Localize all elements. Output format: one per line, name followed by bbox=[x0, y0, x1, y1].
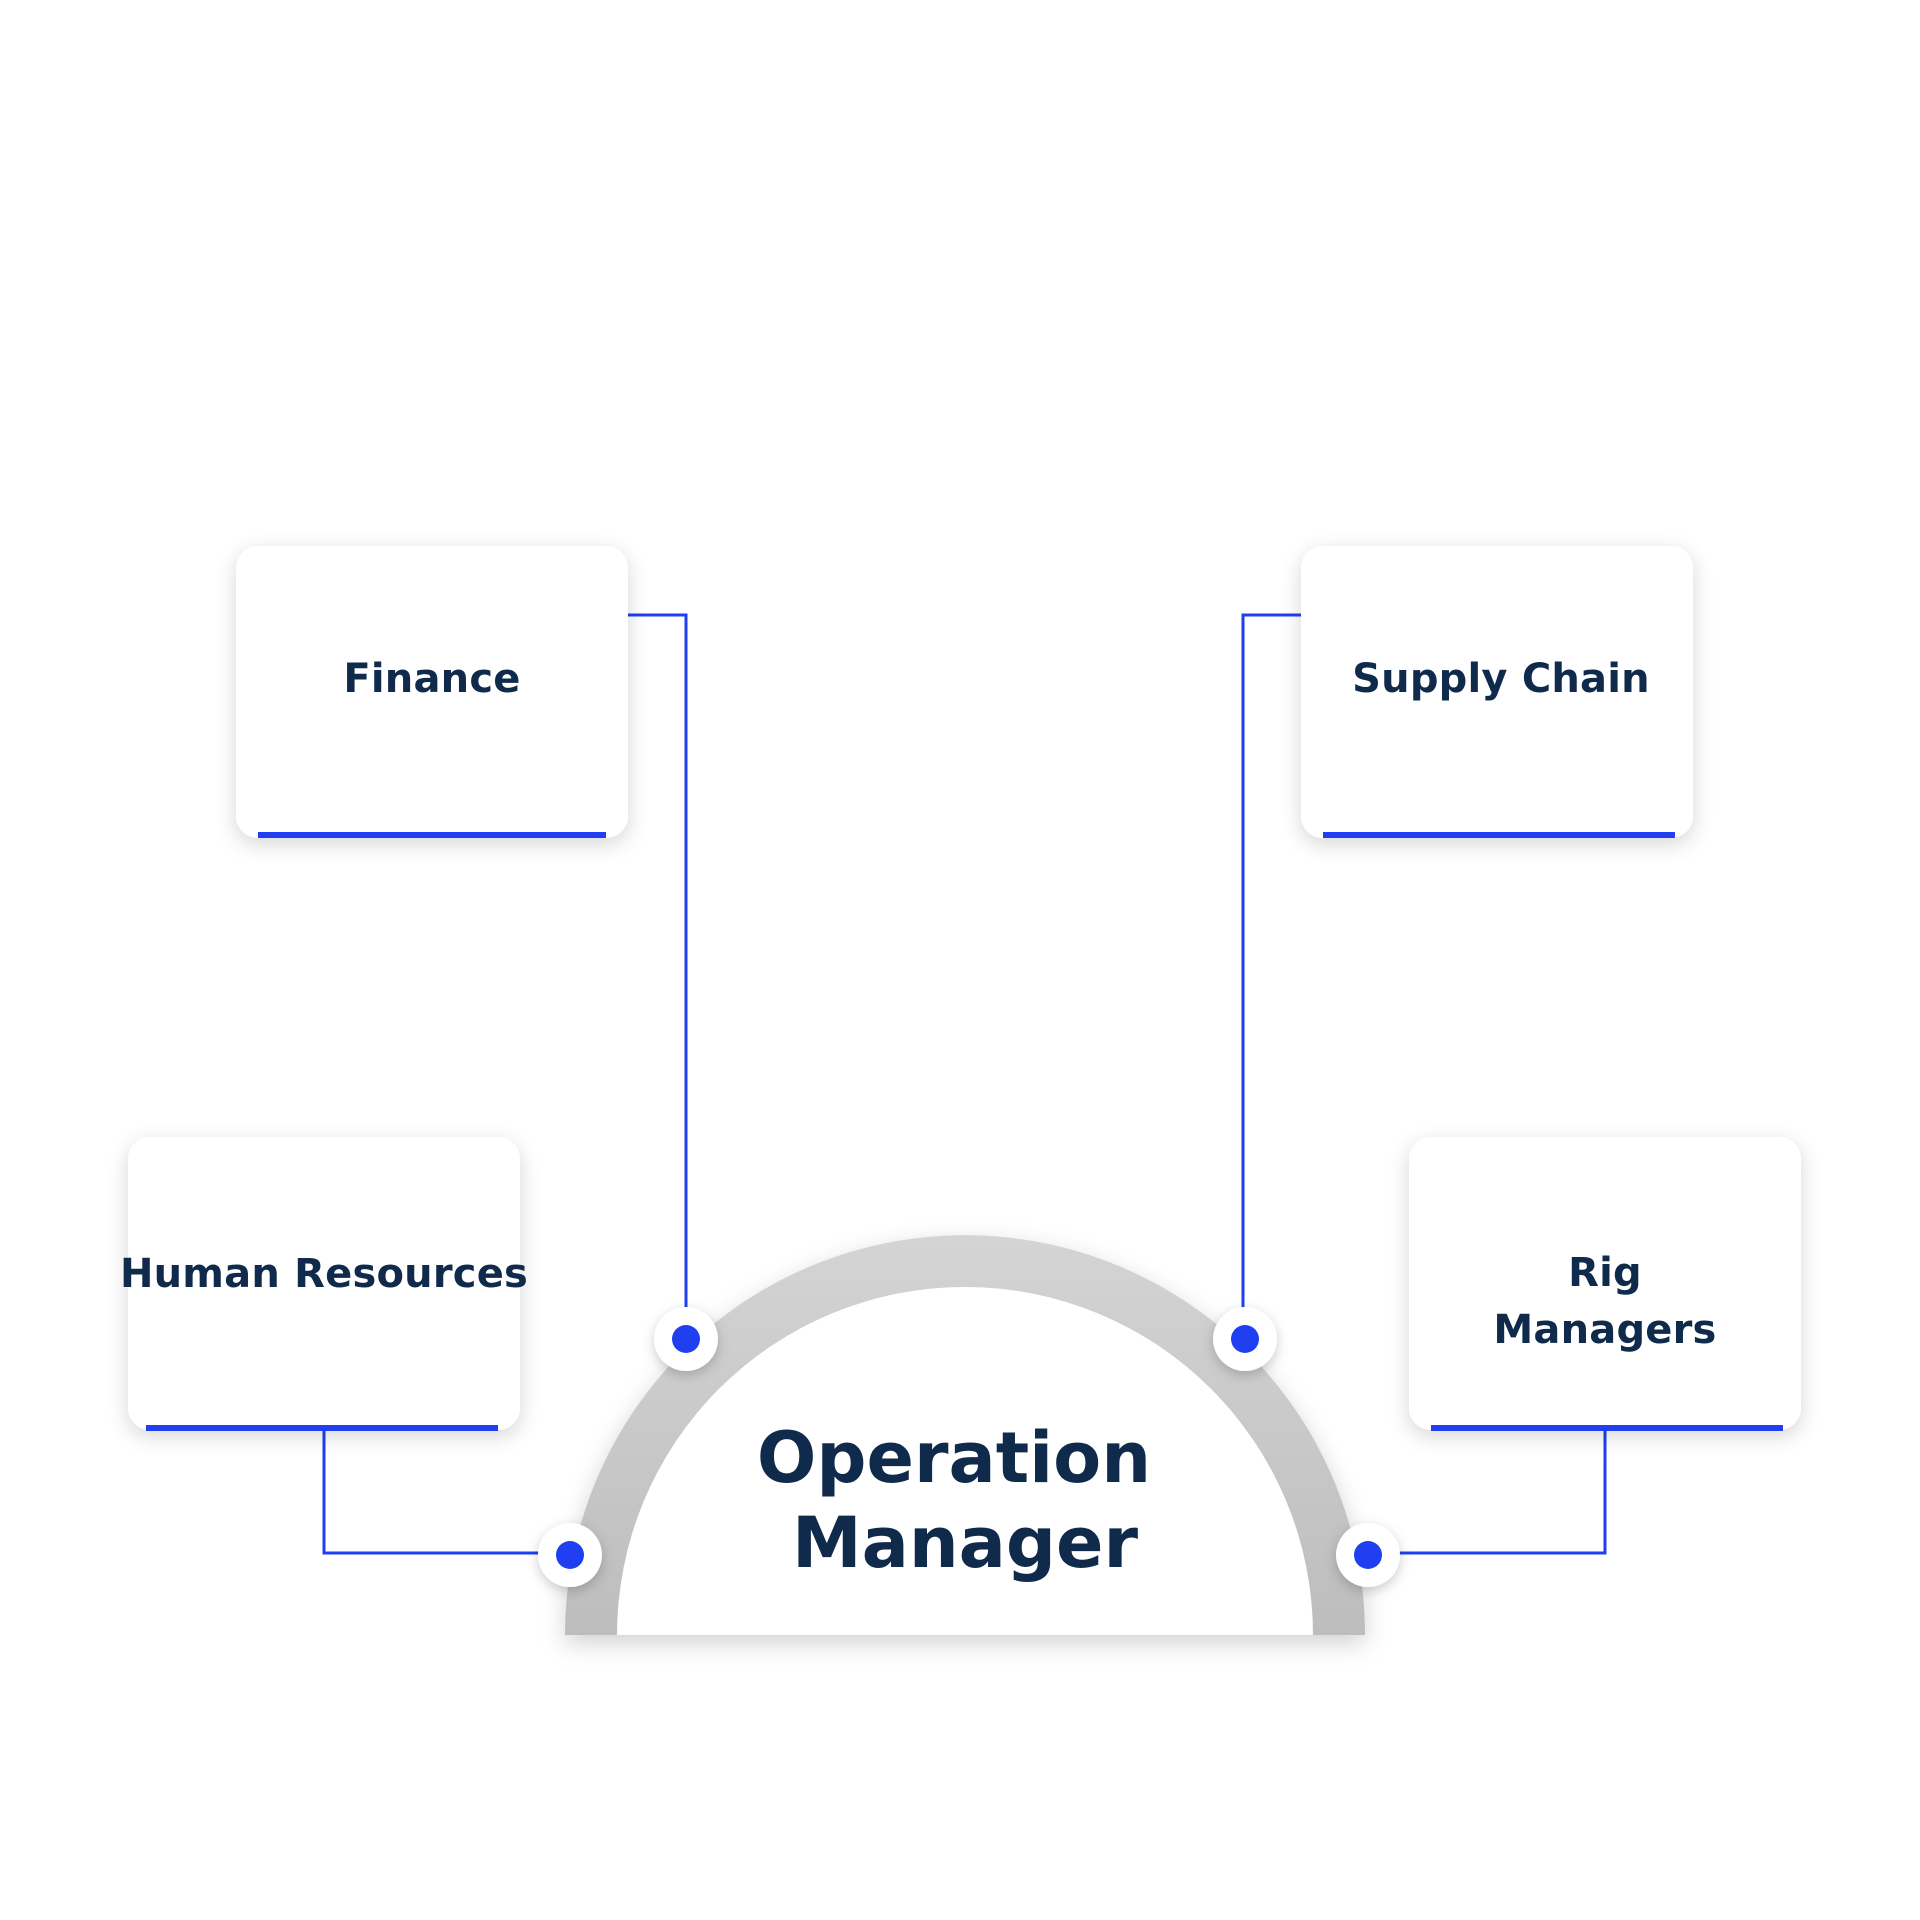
card-rig-managers: Rig Managers bbox=[1409, 1137, 1801, 1431]
connector-finance bbox=[628, 613, 688, 1336]
card-supply-chain-box bbox=[1301, 546, 1693, 838]
connection-nodes bbox=[538, 1307, 1400, 1587]
connector-supply-chain bbox=[1241, 613, 1301, 1336]
card-rig-managers-label-line2: Managers bbox=[1493, 1307, 1716, 1353]
hub-inner-semicircle bbox=[617, 1287, 1313, 1635]
node-human-resources bbox=[538, 1523, 602, 1587]
node-finance bbox=[654, 1307, 718, 1371]
card-human-resources-label: Human Resources bbox=[120, 1251, 528, 1297]
connector-rig-managers bbox=[1368, 1430, 1607, 1555]
card-finance-label: Finance bbox=[343, 656, 520, 702]
operation-manager-hub: Operation Manager bbox=[565, 1235, 1365, 1635]
node-supply-chain bbox=[1213, 1307, 1277, 1371]
card-rig-managers-label-line1: Rig bbox=[1568, 1250, 1642, 1296]
hub-title-line2: Manager bbox=[792, 1502, 1139, 1584]
card-finance-underline bbox=[258, 832, 606, 838]
card-rig-managers-box bbox=[1409, 1137, 1801, 1430]
card-supply-chain-label: Supply Chain bbox=[1352, 656, 1650, 702]
card-finance: Finance bbox=[236, 546, 628, 838]
card-human-resources-box bbox=[128, 1137, 520, 1430]
node-rig-managers bbox=[1336, 1523, 1400, 1587]
hub-title-line1: Operation bbox=[757, 1417, 1151, 1499]
connector-human-resources bbox=[322, 1430, 568, 1555]
card-supply-chain-underline bbox=[1323, 832, 1675, 838]
card-human-resources-underline bbox=[146, 1425, 498, 1431]
connectors bbox=[322, 613, 1607, 1555]
card-rig-managers-underline bbox=[1431, 1425, 1783, 1431]
card-human-resources: Human Resources bbox=[120, 1137, 528, 1431]
card-finance-box bbox=[236, 546, 628, 838]
card-supply-chain: Supply Chain bbox=[1301, 546, 1693, 838]
